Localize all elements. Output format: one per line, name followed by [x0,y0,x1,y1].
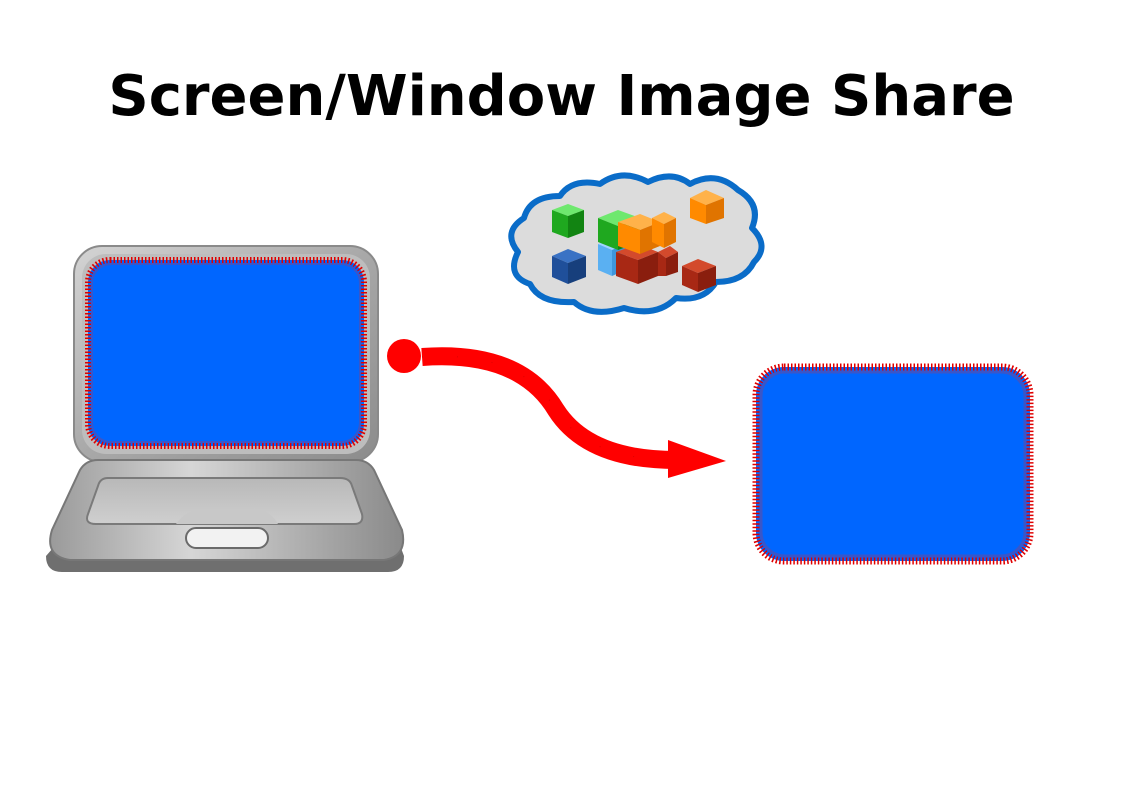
remote-screen-icon [752,363,1034,565]
cube-orange-small [690,190,724,224]
laptop-touchpad [185,527,269,549]
laptop-icon [46,245,405,572]
arrow-head [668,440,726,478]
cube-orange-big [618,212,676,254]
page-title: Screen/Window Image Share [108,64,1015,129]
arrow-icon [387,339,726,478]
cube-blue [552,249,586,284]
cube-red-small [682,259,716,292]
cube-green-small [552,204,584,238]
arrow-start-dot [387,339,421,373]
cloud-icon [508,172,765,315]
